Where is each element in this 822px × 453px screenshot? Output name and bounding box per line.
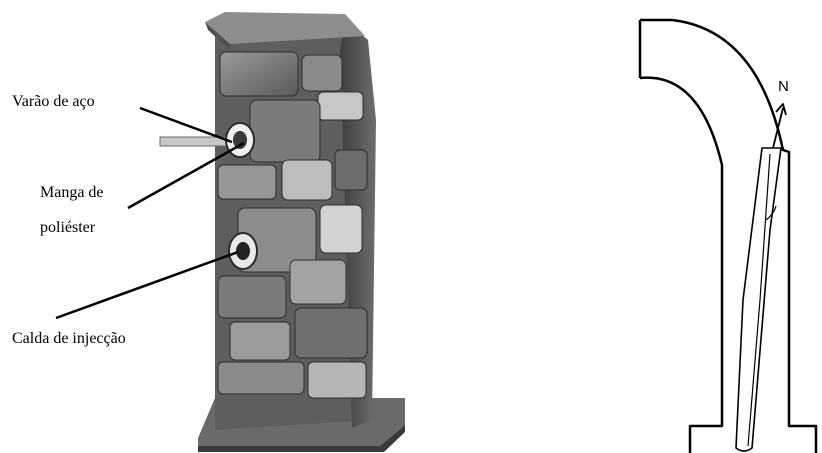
section-outer-contour: [640, 20, 816, 453]
masonry-wall-model: [160, 12, 405, 452]
label-steel-rod: Varão de aço: [12, 92, 95, 112]
section-inner-contour: [640, 78, 722, 453]
label-grout: Calda de injecção: [12, 329, 126, 349]
label-sleeve-line2: poliéster: [40, 218, 95, 238]
section-schematic: [640, 20, 816, 453]
grout-opening: [229, 233, 257, 269]
label-sleeve-line1: Manga de: [40, 183, 104, 203]
steel-rod-assembly: [160, 123, 254, 157]
anchor-bar: [736, 148, 781, 451]
leader-line-grout: [56, 252, 238, 318]
label-force-n: N: [778, 78, 789, 95]
